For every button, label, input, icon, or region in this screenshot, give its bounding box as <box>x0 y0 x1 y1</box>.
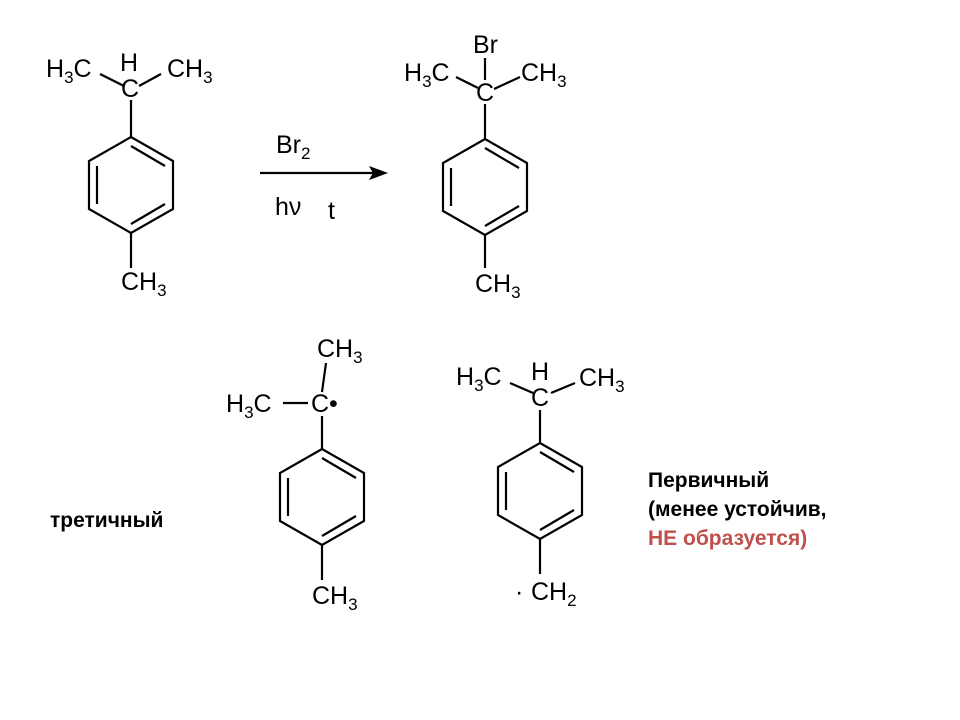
methyl-group-left: H3C <box>46 55 92 87</box>
radical-dot: · <box>515 578 523 606</box>
aromatic-bond <box>321 515 357 537</box>
aromatic-bond <box>321 457 357 479</box>
bond <box>99 73 125 87</box>
methyl-group-left: H3C <box>404 59 450 91</box>
bond <box>550 381 576 395</box>
reaction-arrow-group: Br2 hν t <box>260 131 388 225</box>
reactant-p-cymene: H3C H C CH3 CH3 <box>46 49 213 300</box>
methylene-group: CH2 <box>531 578 577 610</box>
condition-light: hν <box>275 193 301 221</box>
bond <box>509 381 534 395</box>
label-primary-line2: (менее устойчив, <box>648 498 827 521</box>
label-tertiary: третичный <box>50 509 164 532</box>
condition-heat: t <box>328 197 335 225</box>
label-primary-note: НЕ образуется) <box>648 527 808 550</box>
methyl-group-para: CH3 <box>475 270 521 302</box>
benzene-ring <box>441 137 529 237</box>
methyl-group-para: CH3 <box>312 582 358 614</box>
tertiary-radical: CH3 H3C C• CH3 <box>226 335 366 614</box>
reagent-bromine: Br2 <box>276 131 310 163</box>
benzene-ring <box>87 135 175 235</box>
aromatic-bond <box>539 509 575 531</box>
label-primary-line1: Первичный <box>648 469 770 492</box>
methyl-group-left: H3C <box>456 363 502 395</box>
product-bromide: Br H3C CH3 C CH3 <box>404 31 567 302</box>
carbon-atom: C <box>476 79 494 107</box>
hydrogen-atom: H <box>120 49 138 77</box>
methyl-group-left: H3C <box>226 390 272 422</box>
bond <box>455 76 479 89</box>
bond <box>138 73 162 87</box>
methyl-group-right: CH3 <box>167 55 213 87</box>
aromatic-bond <box>130 203 166 225</box>
bond <box>493 76 521 90</box>
methyl-group-top: CH3 <box>317 335 363 367</box>
primary-radical: H3C H C CH3 · CH2 <box>456 358 625 610</box>
methyl-group-para: CH3 <box>121 268 167 300</box>
bromine-atom: Br <box>473 31 498 59</box>
methyl-group-right: CH3 <box>521 59 567 91</box>
benzene-ring <box>496 441 584 541</box>
aromatic-bond <box>130 145 166 167</box>
aromatic-bond <box>484 205 520 227</box>
arrow-head <box>369 166 388 180</box>
radical-carbon-atom: C• <box>311 390 338 418</box>
bond <box>320 362 328 393</box>
benzene-ring <box>278 447 366 547</box>
carbon-atom: C <box>121 75 139 103</box>
hydrogen-atom: H <box>531 358 549 386</box>
label-primary: Первичный (менее устойчив, НЕ образуется… <box>648 466 827 553</box>
carbon-atom: C <box>531 384 549 412</box>
methyl-group-right: CH3 <box>579 364 625 396</box>
aromatic-bond <box>539 451 575 473</box>
aromatic-bond <box>484 147 520 169</box>
